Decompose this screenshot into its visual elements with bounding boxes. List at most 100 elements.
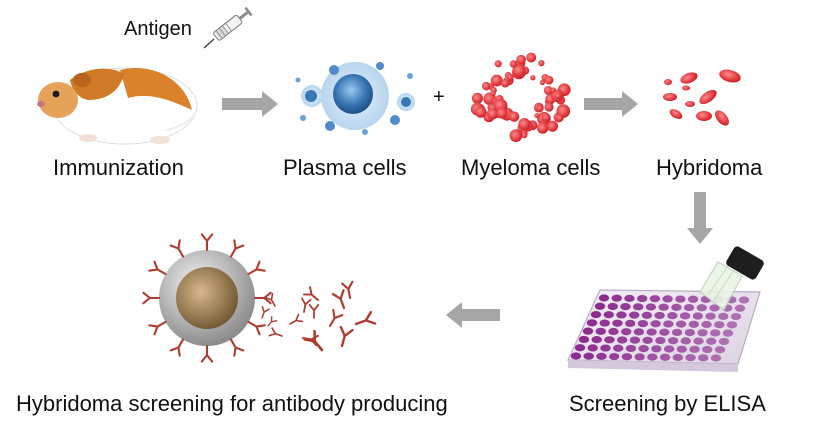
myeloma-cell <box>494 60 502 68</box>
elisa-well <box>689 345 700 353</box>
elisa-well <box>642 336 653 344</box>
hybridoma-label: Hybridoma <box>656 155 763 180</box>
elisa-well <box>680 337 692 345</box>
elisa-well <box>718 337 730 346</box>
myeloma-cell <box>539 79 545 86</box>
elisa-well <box>595 327 606 335</box>
myeloma-cell <box>481 81 491 91</box>
myeloma-cell <box>543 86 553 95</box>
antibody-icon <box>331 289 351 312</box>
elisa-well <box>624 319 636 328</box>
elisa-well <box>679 312 691 320</box>
elisa-well <box>722 329 734 337</box>
hybridoma-cells-icon <box>663 69 741 126</box>
guinea-pig-icon <box>37 67 198 145</box>
myeloma-cell <box>530 75 536 81</box>
arrow-down <box>687 192 713 244</box>
antibody-icon <box>200 344 214 363</box>
elisa-well <box>709 304 720 312</box>
myeloma-cell <box>496 107 508 119</box>
pipette-icon <box>699 246 764 311</box>
elisa-well <box>667 312 678 320</box>
antibody-icon <box>142 291 161 305</box>
myeloma-cell <box>537 122 549 134</box>
elisa-well <box>582 327 594 335</box>
myeloma-cell <box>500 78 510 88</box>
elisa-well <box>685 354 696 362</box>
myeloma-cell <box>541 113 551 122</box>
myeloma-cell <box>512 64 526 78</box>
plasma-cells-label: Plasma cells <box>283 155 407 180</box>
elisa-well <box>625 344 637 353</box>
myeloma-cell <box>490 90 496 96</box>
antibody-icon <box>200 233 214 252</box>
elisa-well <box>594 302 606 310</box>
plus-sign: + <box>433 86 445 108</box>
hybridoma-antibody-cell-icon <box>142 233 272 363</box>
elisa-well <box>570 352 582 360</box>
elisa-well <box>638 345 649 353</box>
elisa-well <box>629 336 641 344</box>
myeloma-cell <box>490 74 503 87</box>
elisa-well <box>620 328 632 336</box>
myeloma-cell <box>471 92 483 104</box>
myeloma-cell <box>486 108 499 120</box>
myeloma-cell <box>536 104 544 112</box>
elisa-well <box>598 294 610 302</box>
myeloma-cell <box>556 104 571 118</box>
antibody-icon <box>352 311 377 331</box>
elisa-well <box>647 353 658 361</box>
elisa-well <box>696 304 708 312</box>
antibody-icon <box>264 315 278 329</box>
antibody-icon <box>287 313 304 329</box>
elisa-well <box>634 353 645 361</box>
myeloma-cell <box>509 60 518 68</box>
antibody-icon <box>303 329 329 356</box>
plasma-cells-icon <box>295 62 415 135</box>
elisa-well <box>675 295 686 303</box>
elisa-well <box>628 311 640 319</box>
myeloma-cell <box>509 129 523 142</box>
hybridoma-screening-label: Hybridoma screening for antibody produci… <box>16 391 448 416</box>
elisa-well <box>667 337 679 345</box>
myeloma-cell <box>518 118 531 131</box>
elisa-well <box>649 295 661 303</box>
elisa-well <box>583 352 594 360</box>
elisa-well <box>607 302 618 311</box>
elisa-well <box>637 319 649 328</box>
myeloma-cells-icon <box>470 52 571 142</box>
antibody-icon <box>298 297 312 314</box>
myeloma-cell <box>521 132 528 139</box>
elisa-well <box>698 354 709 362</box>
elisa-plate-icon <box>567 289 761 372</box>
elisa-well <box>586 319 598 327</box>
elisa-well <box>641 311 653 319</box>
myeloma-cells-label: Myeloma cells <box>461 155 601 180</box>
elisa-well <box>714 346 726 354</box>
antibody-icon <box>257 305 270 320</box>
myeloma-cell <box>474 106 487 118</box>
screening-elisa-label: Screening by ELISA <box>569 391 766 416</box>
elisa-well <box>603 311 614 319</box>
elisa-well <box>632 303 644 311</box>
elisa-well <box>587 344 598 352</box>
elisa-well <box>658 303 669 311</box>
elisa-well <box>646 328 657 336</box>
elisa-well <box>655 336 666 345</box>
elisa-well <box>718 312 729 320</box>
elisa-well <box>599 319 610 327</box>
elisa-well <box>710 354 722 362</box>
myeloma-cell <box>534 112 540 118</box>
elisa-well <box>730 312 742 321</box>
elisa-well <box>702 345 713 354</box>
myeloma-cell <box>544 102 554 112</box>
elisa-well <box>692 312 704 320</box>
elisa-well <box>687 295 699 303</box>
elisa-well <box>697 329 708 337</box>
elisa-well <box>574 344 586 352</box>
elisa-well <box>636 294 648 303</box>
elisa-well <box>600 344 611 352</box>
arrow-left <box>446 302 500 328</box>
elisa-well <box>663 320 674 328</box>
